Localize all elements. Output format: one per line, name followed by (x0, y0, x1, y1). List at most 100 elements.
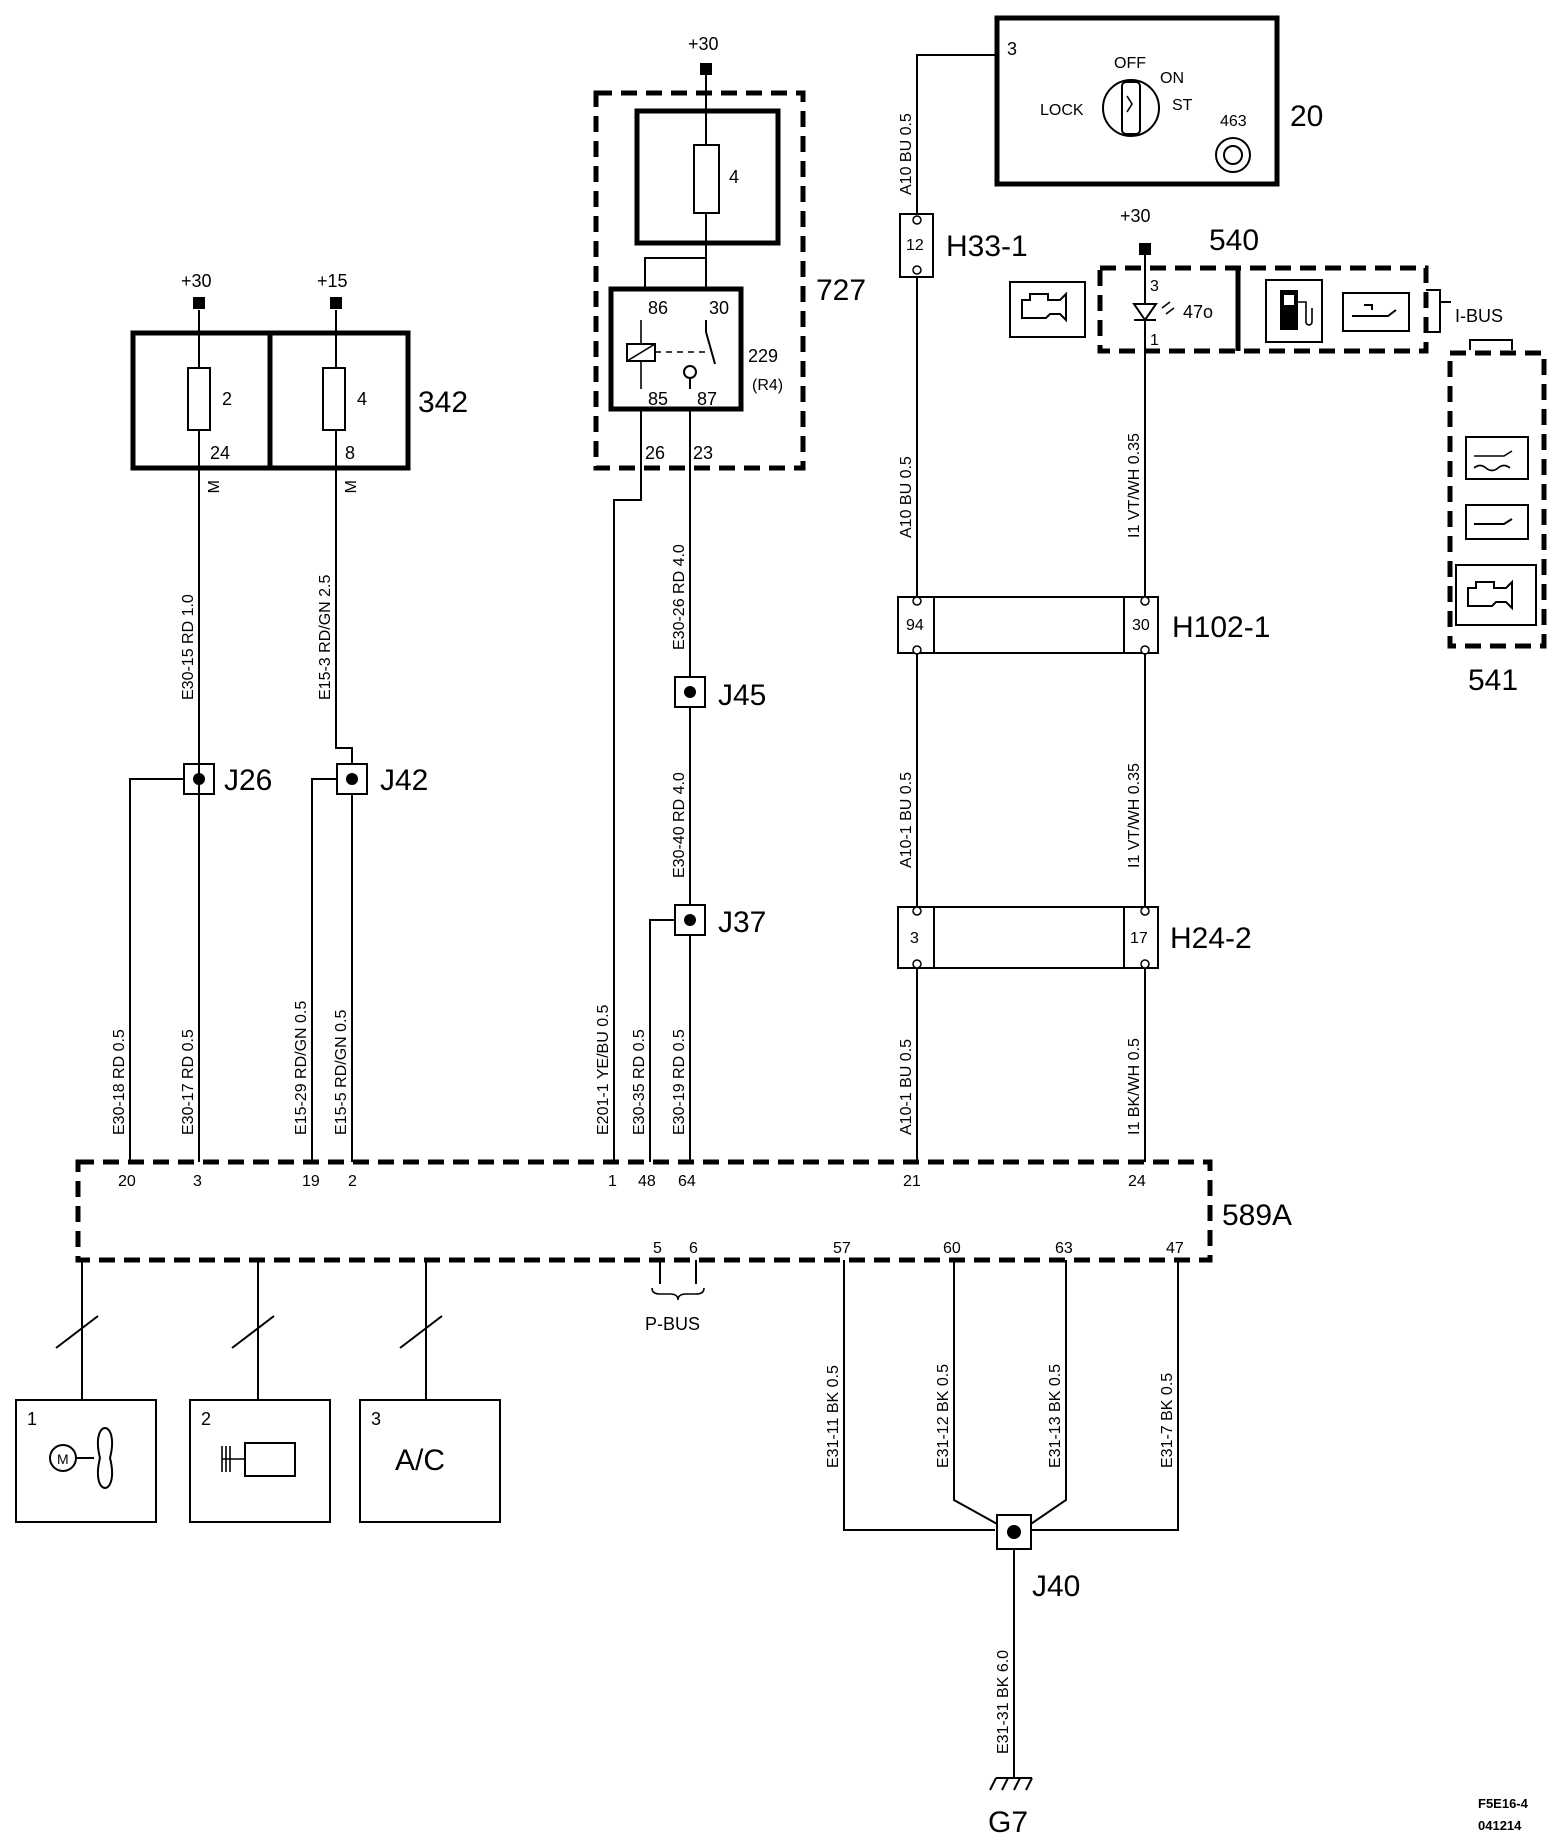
p-bus: P-BUS (645, 1260, 705, 1334)
ground-mark: M (343, 480, 360, 493)
control-unit-589a: 589A 20 3 19 2 1 48 64 21 24 57 60 63 47… (75, 1159, 1292, 1263)
wire-label: E15-29 RD/GN 0.5 (293, 1001, 310, 1135)
connector-pin: 30 (1132, 617, 1150, 634)
wire-label: E15-5 RD/GN 0.5 (333, 1010, 350, 1135)
ecu-pin: 48 (638, 1173, 656, 1190)
relay-229 (608, 286, 744, 412)
relay-pin: 30 (709, 298, 729, 318)
wire-label: E30-18 RD 0.5 (111, 1029, 128, 1135)
switch-position-label: ON (1160, 70, 1184, 87)
ignition-switch-20: 3 OFF ON LOCK ST 463 20 (994, 15, 1323, 187)
component-label-541: 541 (1468, 664, 1518, 697)
load-number: 3 (371, 1409, 381, 1429)
relay-pin: 87 (697, 389, 717, 409)
ecu-pin: 60 (943, 1240, 961, 1257)
lamp-label: 47o (1183, 302, 1213, 322)
oil-level-icon (1465, 436, 1529, 480)
pin-label: 24 (210, 443, 230, 463)
connector-pin: 12 (906, 237, 924, 254)
ecu-pin: 3 (193, 1173, 202, 1190)
svg-text:M: M (57, 1451, 69, 1467)
relay-pin: 86 (648, 298, 668, 318)
fan-motor-1: 1 M (15, 1399, 157, 1523)
wire-label: I1 BK/WH 0.5 (1126, 1038, 1143, 1135)
wire-label: E30-40 RD 4.0 (671, 772, 688, 878)
ecu-pin: 63 (1055, 1240, 1073, 1257)
connector-pin: 94 (906, 617, 924, 634)
oil-can-icon (1465, 504, 1529, 540)
pin-label: 23 (693, 443, 713, 463)
bus-label: P-BUS (645, 1314, 700, 1334)
load-number: 1 (27, 1409, 37, 1429)
ground-label: G7 (988, 1806, 1028, 1839)
supply-label: +30 (181, 271, 212, 291)
supply-label: +30 (688, 34, 719, 54)
wire-label: E30-15 RD 1.0 (180, 594, 197, 700)
switch-position-label: LOCK (1040, 102, 1084, 119)
junction-j26: J26 (129, 763, 272, 1162)
supply-terminal (193, 297, 205, 309)
wire-label: E30-17 RD 0.5 (180, 1029, 197, 1135)
ecu-pin: 19 (302, 1173, 320, 1190)
wire-label: A10-1 BU 0.5 (898, 1039, 915, 1135)
supply-label: +30 (1120, 206, 1151, 226)
wire-label: E31-31 BK 6.0 (995, 1650, 1012, 1754)
fuse-number: 4 (357, 389, 367, 409)
ecu-pin: 57 (833, 1240, 851, 1257)
display-541: 541 (1447, 350, 1547, 697)
wire-label: E31-7 BK 0.5 (1159, 1373, 1176, 1468)
wire-label: E15-3 RD/GN 2.5 (317, 575, 334, 700)
component-label-20: 20 (1290, 100, 1323, 133)
wire-label: A10 BU 0.5 (898, 456, 915, 538)
ecu-pin: 20 (118, 1173, 136, 1190)
connector-pin: 17 (1130, 930, 1148, 947)
engine-icon (1455, 564, 1537, 626)
actuator-2: 2 (189, 1399, 331, 1523)
junction-j45: J45 (674, 676, 766, 712)
wire-label: A10-1 BU 0.5 (898, 772, 915, 868)
switch-pin: 3 (1007, 39, 1017, 59)
fuse-number: 4 (729, 167, 739, 187)
supply-terminal (1139, 243, 1151, 255)
bus-label: I-BUS (1455, 306, 1503, 326)
supply-label: +15 (317, 271, 348, 291)
connector-h33-1: 12 H33-1 (899, 213, 1028, 278)
wire-label: E30-19 RD 0.5 (671, 1029, 688, 1135)
lamp-pin: 1 (1150, 332, 1159, 349)
wire-label: E201-1 YE/BU 0.5 (595, 1004, 612, 1135)
connector-label: H33-1 (946, 230, 1028, 263)
diagram-code: F5E16-4 (1478, 1796, 1529, 1811)
solenoid-icon (244, 1442, 296, 1477)
ecu-pin: 2 (348, 1173, 357, 1190)
junction-label: J37 (718, 906, 766, 939)
oil-pressure-icon (1342, 292, 1410, 332)
ecu-pin: 1 (608, 1173, 617, 1190)
wire-label: I1 VT/WH 0.35 (1126, 433, 1143, 538)
fuse-box-342: 2 4 24 8 342 +30 +15 M M (130, 271, 468, 493)
wire-label: E31-12 BK 0.5 (935, 1364, 952, 1468)
supply-terminal (330, 297, 342, 309)
lamp-pin: 3 (1150, 278, 1159, 295)
pin-label: 26 (645, 443, 665, 463)
ecu-pin: 47 (1166, 1240, 1184, 1257)
ground-g7: G7 (988, 1777, 1033, 1839)
diagram-date: 041214 (1478, 1818, 1522, 1833)
wire-label: E30-35 RD 0.5 (631, 1029, 648, 1135)
switch-position-label: OFF (1114, 55, 1146, 72)
ecu-pin: 21 (903, 1173, 921, 1190)
wire-label: E31-13 BK 0.5 (1047, 1364, 1064, 1468)
ecu-pin: 24 (1128, 1173, 1146, 1190)
bus-pin: 5 (653, 1240, 662, 1257)
junction-j37: J37 (649, 904, 766, 1162)
wire-label: E30-26 RD 4.0 (671, 544, 688, 650)
relay-sub-label: (R4) (752, 377, 783, 394)
load-number: 2 (201, 1409, 211, 1429)
relay-box-727: 4 +30 86 30 85 87 229 (R4) 26 23 727 (593, 34, 866, 471)
junction-label: J42 (380, 764, 428, 797)
supply-terminal (700, 63, 712, 75)
switch-position-label: ST (1172, 97, 1193, 114)
component-label-540: 540 (1209, 224, 1259, 257)
led-icon (1132, 303, 1158, 322)
connector-label: H102-1 (1172, 611, 1270, 644)
